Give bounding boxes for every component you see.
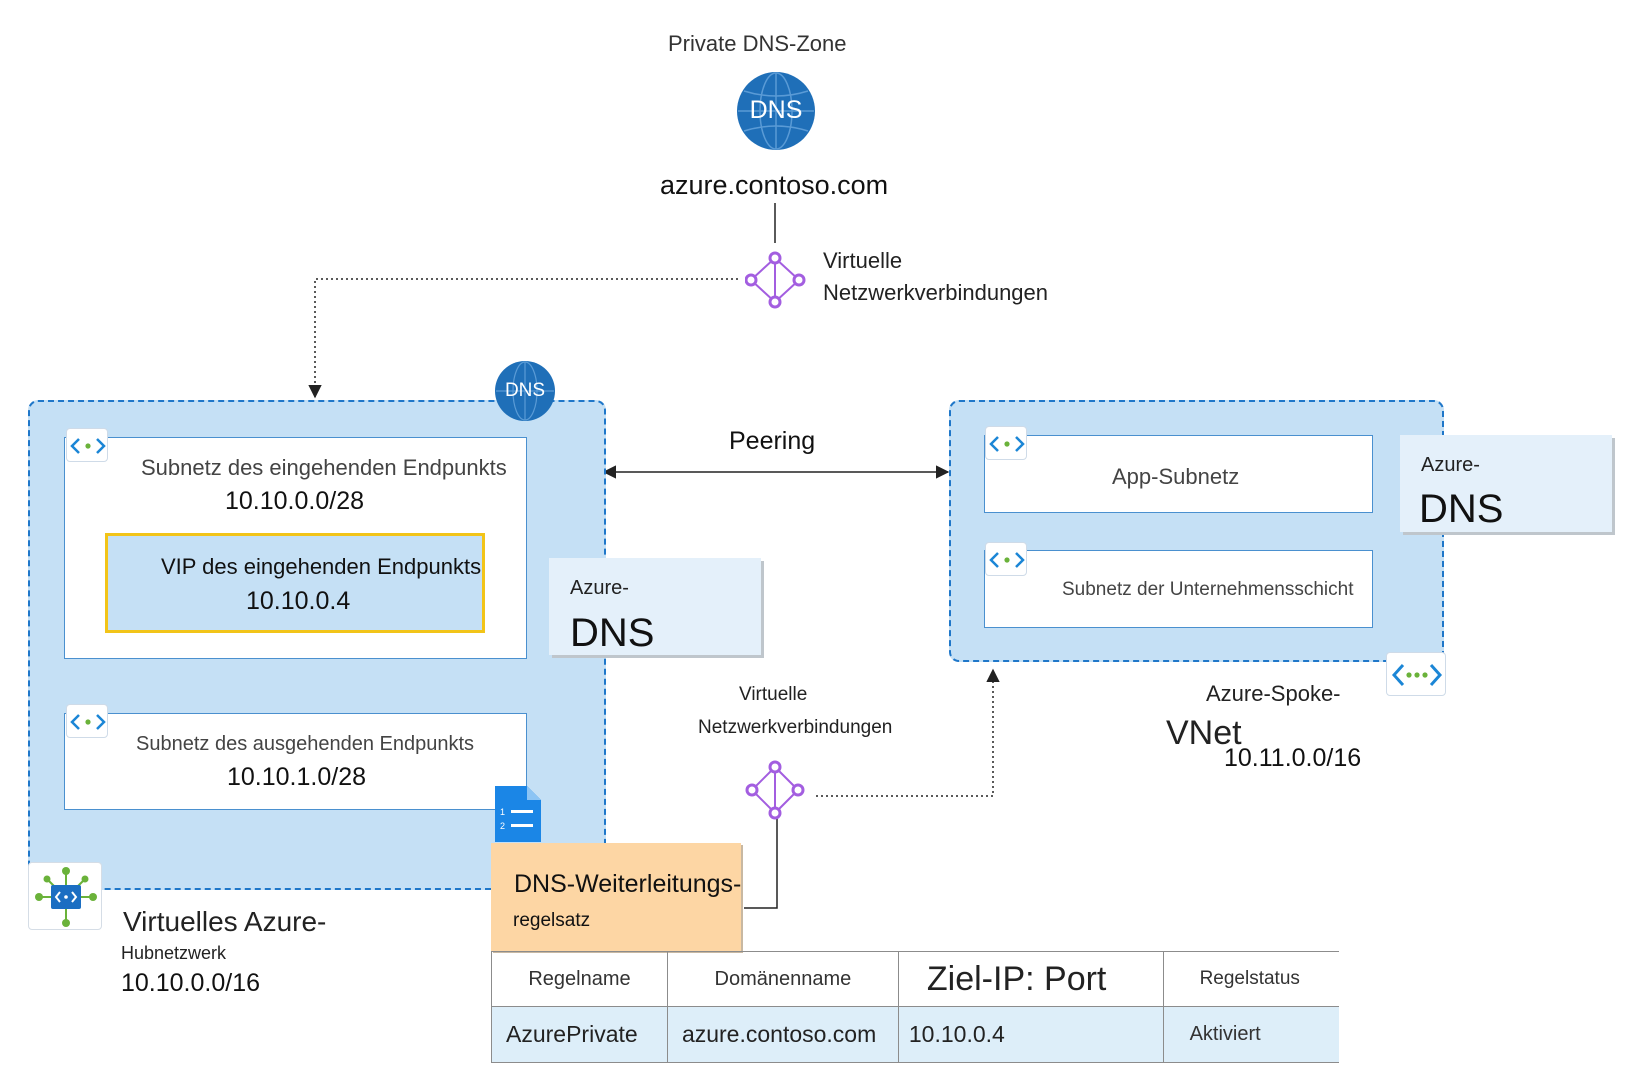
- business-tier-subnet: [984, 550, 1373, 628]
- hub-title-line1: Virtuelles Azure-: [123, 906, 327, 937]
- vip-label: VIP des eingehenden Endpunkts: [161, 554, 482, 579]
- bottom-link-dotted-connector: [816, 668, 1000, 797]
- hub-dns-icon: DNS: [494, 360, 556, 422]
- hub-dns-icon-label: DNS: [504, 380, 546, 401]
- spoke-cidr: 10.11.0.0/16: [1224, 744, 1362, 772]
- top-link-dotted-connector: [308, 278, 738, 399]
- header-domain-name: Domänenname: [666, 951, 899, 1007]
- ruleset-link-line: [744, 816, 778, 909]
- dns-zone-icon: DNS: [736, 71, 816, 151]
- table-row: AzurePrivate azure.contoso.com 10.10.0.4…: [491, 1006, 1339, 1063]
- ruleset-label-line2: regelsatz: [513, 910, 591, 931]
- hub-vnet-icon: [28, 862, 102, 930]
- app-subnet-label: App-Subnetz: [1112, 464, 1240, 489]
- virtual-network-link-icon: [744, 250, 807, 310]
- bottom-link-label-line1: Virtuelle: [739, 684, 808, 705]
- header-rule-name: Regelname: [491, 951, 668, 1007]
- azure-dns-spoke-line2: DNS: [1419, 487, 1504, 531]
- hub-cidr: 10.10.0.0/16: [121, 969, 261, 997]
- subnet-icon: [985, 542, 1027, 576]
- outbound-subnet-cidr: 10.10.1.0/28: [227, 763, 367, 791]
- header-rule-status: Regelstatus: [1162, 951, 1339, 1007]
- rules-table-header: Regelname Domänenname Ziel-IP: Port Rege…: [491, 951, 1339, 1007]
- ruleset-document-icon: 1 2: [491, 784, 543, 844]
- azure-dns-hub-line2: DNS: [570, 611, 655, 655]
- top-link-label-line2: Netzwerkverbindungen: [823, 280, 1049, 305]
- ruleset-label-line1: DNS-Weiterleitungs-: [514, 870, 742, 898]
- business-subnet-label: Subnetz der Unternehmensschicht: [1062, 579, 1354, 600]
- top-link-label-line1: Virtuelle: [823, 248, 903, 273]
- azure-dns-spoke-line1: Azure-: [1421, 454, 1480, 476]
- cell-domain-name: azure.contoso.com: [666, 1006, 899, 1063]
- subnet-icon: [66, 428, 108, 462]
- virtual-network-link-icon: [744, 760, 806, 820]
- svg-text:2: 2: [500, 821, 505, 831]
- bottom-link-label-line2: Netzwerkverbindungen: [698, 717, 893, 738]
- inbound-subnet-cidr: 10.10.0.0/28: [225, 487, 365, 515]
- private-dns-zone-title: Private DNS-Zone: [668, 31, 847, 56]
- inbound-subnet-label: Subnetz des eingehenden Endpunkts: [141, 455, 507, 480]
- outbound-endpoint-subnet: [64, 713, 527, 810]
- rules-table: Regelname Domänenname Ziel-IP: Port Rege…: [491, 951, 1339, 1063]
- cell-rule-status: Aktiviert: [1162, 1006, 1339, 1063]
- cell-target-ip: 10.10.0.4: [897, 1006, 1164, 1063]
- subnet-icon: [66, 704, 108, 738]
- vip-ip: 10.10.0.4: [246, 587, 351, 615]
- spoke-title-line1: Azure-Spoke-: [1206, 681, 1341, 706]
- azure-dns-spoke-box: [1400, 435, 1612, 532]
- inbound-endpoint-vip: [105, 533, 485, 633]
- spoke-vnet-icon: [1386, 652, 1446, 696]
- header-target-ip: Ziel-IP: Port: [897, 951, 1164, 1007]
- app-subnet: [984, 435, 1373, 513]
- ruleset-box: [491, 843, 741, 951]
- outbound-subnet-label: Subnetz des ausgehenden Endpunkts: [136, 733, 475, 755]
- subnet-icon: [985, 426, 1027, 460]
- peering-label: Peering: [729, 427, 816, 455]
- cell-rule-name: AzurePrivate: [491, 1006, 668, 1063]
- azure-dns-hub-line1: Azure-: [570, 577, 629, 599]
- dns-zone-icon-label: DNS: [749, 96, 803, 124]
- svg-text:1: 1: [500, 807, 505, 817]
- hub-title-line2: Hubnetzwerk: [121, 943, 227, 963]
- zone-domain: azure.contoso.com: [660, 170, 889, 200]
- spoke-title-line2: VNet: [1166, 714, 1242, 752]
- azure-dns-hub-box: [549, 558, 761, 655]
